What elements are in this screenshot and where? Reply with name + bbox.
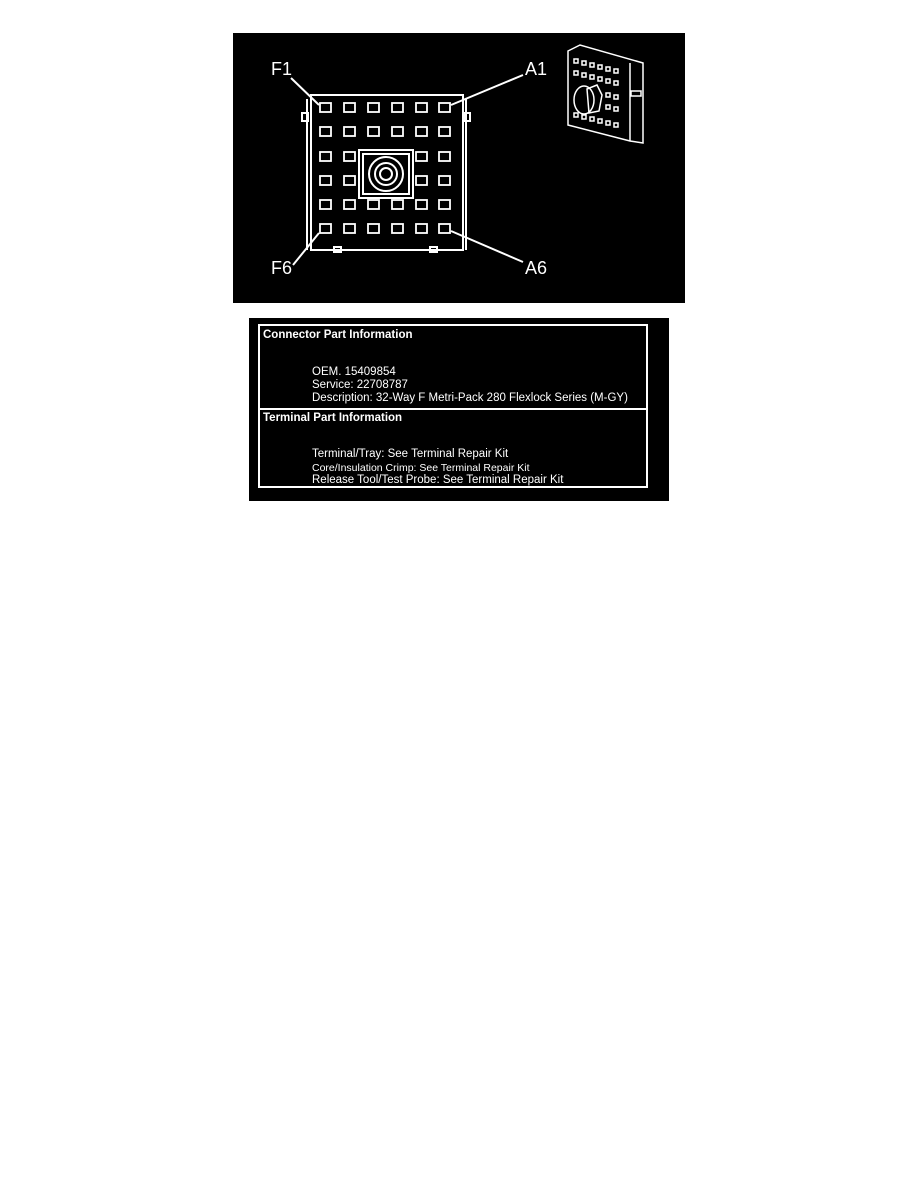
terminal-part-header: Terminal Part Information <box>263 412 403 424</box>
core-insulation-crimp: Core/Insulation Crimp: See Terminal Repa… <box>312 462 530 474</box>
connector-part-header: Connector Part Information <box>263 329 413 341</box>
connector-diagram: F1 A1 F6 A6 <box>233 33 685 303</box>
connector-description: Description: 32-Way F Metri-Pack 280 Fle… <box>312 392 628 404</box>
oem-number: OEM. 15409854 <box>312 366 396 378</box>
terminal-part-section: Terminal Part Information Terminal/Tray:… <box>260 410 646 486</box>
release-tool: Release Tool/Test Probe: See Terminal Re… <box>312 474 564 486</box>
connector-face-drawing <box>290 44 644 266</box>
connector-part-section: Connector Part Information OEM. 15409854… <box>260 326 646 410</box>
terminal-tray: Terminal/Tray: See Terminal Repair Kit <box>312 448 509 460</box>
service-number: Service: 22708787 <box>312 379 408 391</box>
pin-label-f1: F1 <box>271 59 293 79</box>
pin-label-f6: F6 <box>271 258 293 278</box>
pin-label-a6: A6 <box>525 258 548 278</box>
pin-label-a1: A1 <box>525 59 548 79</box>
part-info-table: Connector Part Information OEM. 15409854… <box>249 318 669 501</box>
